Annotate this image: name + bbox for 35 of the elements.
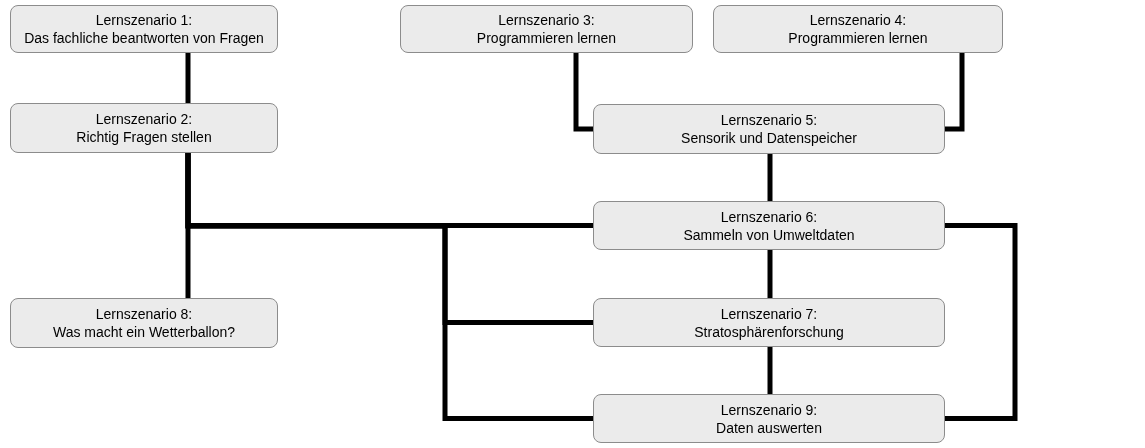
connector-line <box>767 154 773 201</box>
scenario-title: Richtig Fragen stellen <box>76 128 212 146</box>
scenario-number: Lernszenario 3: <box>498 11 595 29</box>
scenario-number: Lernszenario 5: <box>720 111 818 129</box>
scenario-number: Lernszenario 4: <box>809 11 907 29</box>
scenario-title: Das fachliche beantworten von Fragen <box>24 29 264 47</box>
connector-line <box>573 53 593 132</box>
scenario-number: Lernszenario 2: <box>95 110 193 128</box>
scenario-title: Programmieren lernen <box>476 29 617 47</box>
scenario-number: Lernszenario 7: <box>720 304 818 323</box>
scenario-box <box>10 5 278 53</box>
scenario-box <box>400 5 693 53</box>
scenario-number: Lernszenario 9: <box>720 400 818 419</box>
scenario-title: Programmieren lernen <box>788 29 928 47</box>
scenario-box <box>10 103 278 153</box>
scenario-box <box>593 104 945 154</box>
connector-line <box>767 347 773 394</box>
scenario-box <box>713 5 1003 53</box>
scenario-title: Sammeln von Umweltdaten <box>683 225 855 244</box>
scenario-number: Lernszenario 8: <box>95 305 193 323</box>
connector-line <box>945 53 965 132</box>
scenario-title: Sensorik und Datenspeicher <box>681 129 857 147</box>
connector-line <box>185 153 593 421</box>
scenario-title: Stratosphärenforschung <box>694 322 844 341</box>
connector-line <box>945 223 1018 421</box>
scenario-title: Was macht ein Wetterballon? <box>52 323 236 341</box>
scenario-box <box>593 298 945 347</box>
scenario-number: Lernszenario 1: <box>95 11 193 29</box>
scenario-number: Lernszenario 6: <box>720 207 818 226</box>
connector-line <box>185 53 191 103</box>
connector-line <box>767 250 773 298</box>
scenario-title: Daten auswerten <box>716 418 822 437</box>
scenario-box <box>10 298 278 348</box>
scenario-box <box>593 394 945 443</box>
scenario-box <box>593 201 945 250</box>
